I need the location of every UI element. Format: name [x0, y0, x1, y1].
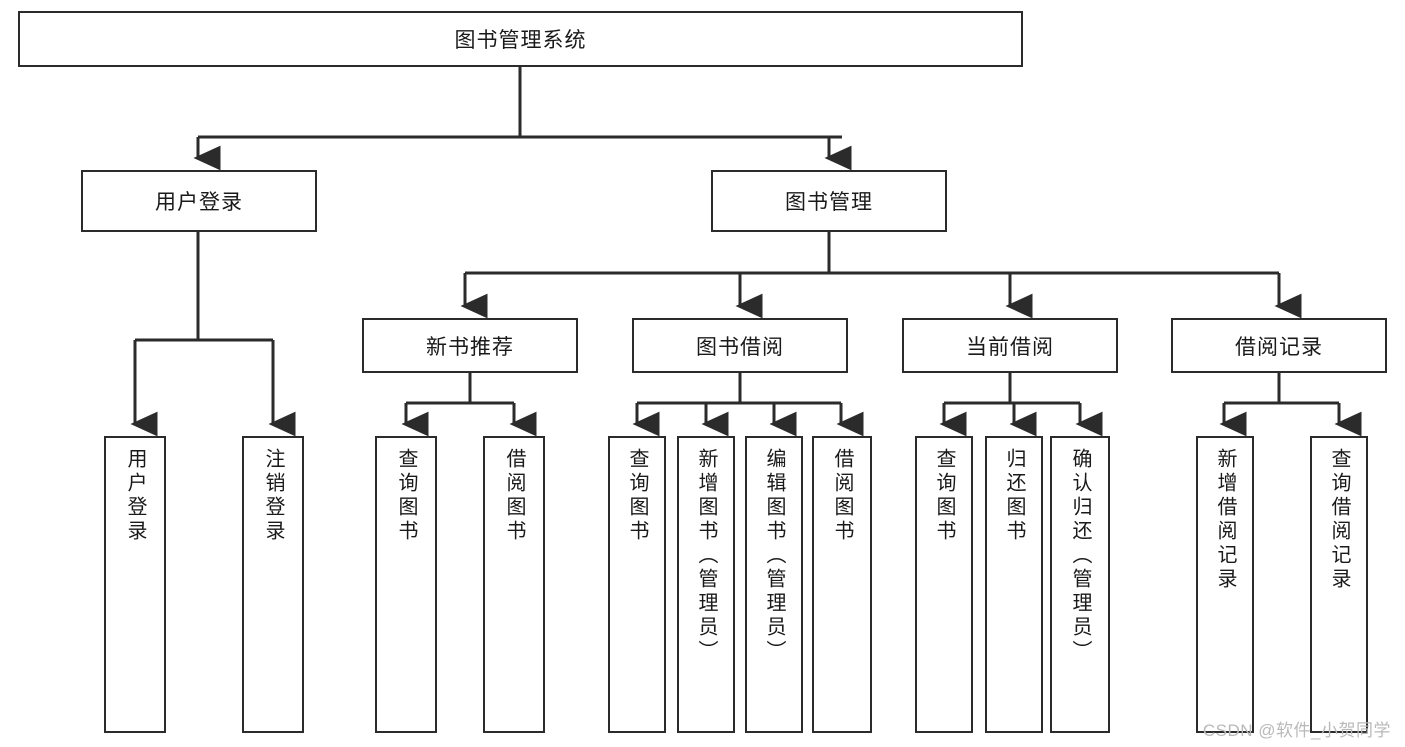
- leaf-user-login[interactable]: 用户登录: [104, 436, 166, 733]
- leaf-borrow-book[interactable]: 借阅图书: [812, 436, 872, 733]
- node-label: 用户登录: [124, 448, 146, 544]
- leaf-edit-book-admin[interactable]: 编辑图书（管理员）: [745, 436, 803, 733]
- node-label: 新书推荐: [426, 335, 514, 359]
- leaf-return-book[interactable]: 归还图书: [985, 436, 1043, 733]
- leaf-query-borrow-record[interactable]: 查询借阅记录: [1310, 436, 1368, 733]
- leaf-logout[interactable]: 注销登录: [242, 436, 304, 733]
- node-label: 编辑图书（管理员）: [763, 448, 785, 664]
- leaf-confirm-return-admin[interactable]: 确认归还（管理员）: [1050, 436, 1110, 733]
- node-label: 查询借阅记录: [1328, 448, 1350, 592]
- node-label: 图书管理: [785, 191, 873, 214]
- node-label: 新增借阅记录: [1214, 448, 1236, 592]
- node-borrow-records[interactable]: 借阅记录: [1171, 318, 1387, 373]
- leaf-query-book-borrow[interactable]: 查询图书: [608, 436, 666, 733]
- node-current-borrow[interactable]: 当前借阅: [902, 318, 1118, 373]
- node-user-login[interactable]: 用户登录: [81, 170, 317, 232]
- node-new-book-recommend[interactable]: 新书推荐: [362, 318, 578, 373]
- watermark: CSDN @软件_小贺同学: [1202, 721, 1391, 740]
- node-label: 注销登录: [262, 448, 284, 544]
- node-label: 借阅图书: [831, 448, 853, 544]
- node-label: 用户登录: [155, 191, 243, 214]
- node-label: 当前借阅: [966, 335, 1054, 359]
- node-label: 借阅记录: [1235, 335, 1323, 359]
- node-label: 查询图书: [395, 448, 417, 544]
- node-book-management[interactable]: 图书管理: [711, 170, 947, 232]
- node-label: 查询图书: [626, 448, 648, 544]
- leaf-add-borrow-record[interactable]: 新增借阅记录: [1196, 436, 1254, 733]
- node-label: 确认归还（管理员）: [1069, 448, 1091, 664]
- leaf-borrow-book-recommend[interactable]: 借阅图书: [483, 436, 545, 733]
- node-label: 借阅图书: [503, 448, 525, 544]
- leaf-query-book-recommend[interactable]: 查询图书: [375, 436, 437, 733]
- node-label: 查询图书: [933, 448, 955, 544]
- node-label: 图书借阅: [696, 335, 784, 359]
- node-label: 归还图书: [1003, 448, 1025, 544]
- leaf-query-book-current[interactable]: 查询图书: [915, 436, 973, 733]
- node-root-system[interactable]: 图书管理系统: [18, 11, 1023, 67]
- leaf-add-book-admin[interactable]: 新增图书（管理员）: [677, 436, 735, 733]
- node-book-borrow[interactable]: 图书借阅: [632, 318, 848, 373]
- node-label: 新增图书（管理员）: [695, 448, 717, 664]
- node-label: 图书管理系统: [454, 29, 587, 52]
